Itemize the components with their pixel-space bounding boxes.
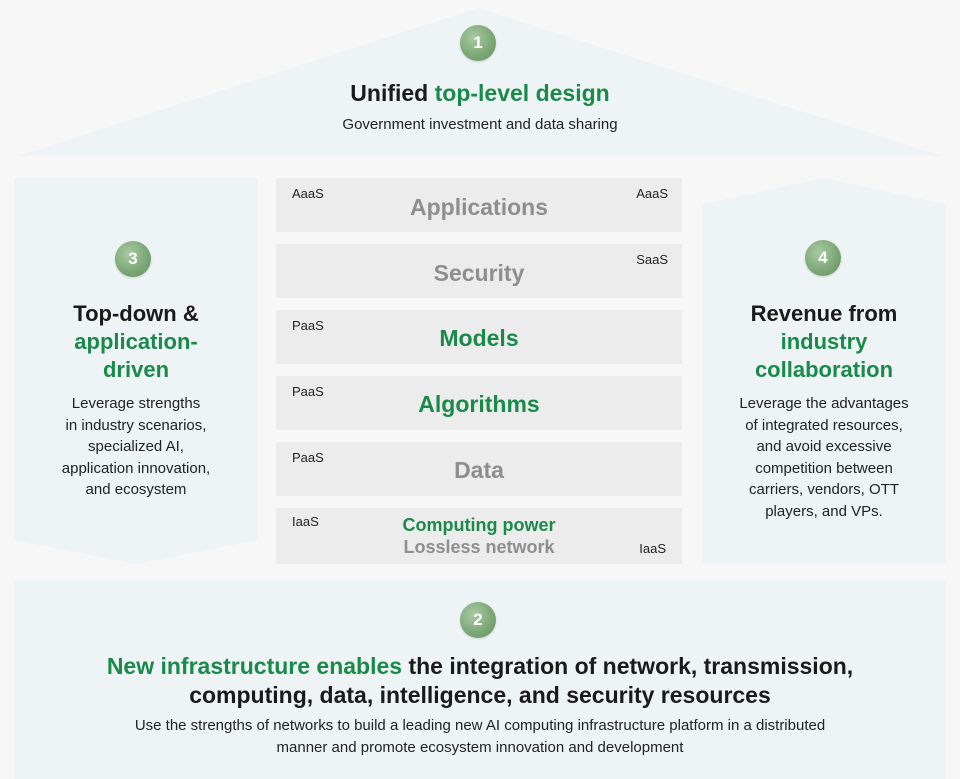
layer-name: Computing power	[402, 515, 556, 535]
layer-data: PaaS Data	[276, 442, 682, 496]
right-desc-line: competition between	[755, 459, 893, 477]
layer-tag-right: AaaS	[636, 186, 668, 201]
top-title: Unified top-level design	[0, 80, 960, 107]
right-desc-line: Leverage the advantages	[739, 395, 909, 412]
layer-models: PaaS Models	[276, 310, 682, 364]
bottom-title-line-2: computing, data, intelligence, and secur…	[189, 682, 771, 708]
layer-tag-right: IaaS	[639, 541, 666, 556]
left-title: Top-down & application- driven	[14, 300, 258, 384]
bottom-title-plain: the integration of network, transmission…	[402, 653, 854, 679]
layer-name-secondary: Lossless network	[403, 537, 555, 557]
layer-tag-left: PaaS	[292, 384, 324, 399]
layer-computing: IaaS IaaS Computing power Lossless netwo…	[276, 508, 682, 564]
right-desc-line: of integrated resources,	[745, 416, 903, 434]
badge-4: 4	[805, 240, 841, 276]
layer-name: Data	[454, 457, 504, 483]
bottom-description: Use the strengths of networks to build a…	[0, 715, 960, 759]
right-title-highlight-2: collaboration	[754, 357, 894, 382]
left-desc-line: application innovation,	[61, 459, 211, 477]
layer-algorithms: PaaS Algorithms	[276, 376, 682, 430]
right-title: Revenue from industry collaboration	[702, 300, 946, 384]
left-desc-line: and ecosystem	[85, 481, 187, 498]
right-title-highlight-1: industry	[780, 329, 868, 354]
left-title-highlight-2: driven	[102, 357, 170, 382]
top-title-plain: Unified	[350, 80, 435, 106]
layer-tag-left: AaaS	[292, 186, 324, 201]
left-desc-line: in industry scenarios,	[65, 416, 207, 434]
right-title-plain: Revenue from	[750, 301, 898, 326]
layer-tag-right: SaaS	[636, 252, 668, 267]
bottom-title: New infrastructure enables the integrati…	[0, 652, 960, 710]
badge-2: 2	[460, 602, 496, 638]
badge-1: 1	[460, 25, 496, 61]
layer-name: Algorithms	[418, 391, 540, 417]
layer-applications: AaaS AaaS Applications	[276, 178, 682, 232]
right-description: Leverage the advantages of integrated re…	[702, 393, 946, 522]
layer-tag-left: IaaS	[292, 514, 319, 529]
layer-name: Applications	[409, 194, 548, 220]
right-panel	[702, 178, 946, 564]
layer-security: SaaS Security	[276, 244, 682, 298]
top-title-highlight: top-level design	[434, 80, 610, 106]
left-panel	[14, 178, 258, 564]
right-desc-line: carriers, vendors, OTT	[748, 481, 900, 498]
bottom-desc-line: manner and promote ecosystem innovation …	[276, 739, 684, 756]
left-title-plain: Top-down &	[73, 301, 199, 326]
badge-3: 3	[115, 241, 151, 277]
bottom-title-highlight: New infrastructure enables	[106, 653, 403, 679]
bottom-desc-line: Use the strengths of networks to build a…	[134, 717, 826, 734]
layer-name: Security	[433, 260, 525, 286]
bottom-title-line-1: New infrastructure enables the integrati…	[0, 652, 960, 681]
left-description: Leverage strengths in industry scenarios…	[14, 393, 258, 501]
right-desc-line: and avoid excessive	[756, 438, 892, 455]
layer-name: Models	[439, 325, 519, 351]
layer-tag-left: PaaS	[292, 318, 324, 333]
layer-tag-left: PaaS	[292, 450, 324, 465]
left-desc-line: Leverage strengths	[71, 395, 201, 412]
right-desc-line: players, and VPs.	[765, 502, 883, 520]
top-subtitle: Government investment and data sharing	[342, 116, 618, 133]
left-title-highlight-1: application-	[74, 329, 198, 354]
roof-panel	[18, 8, 942, 156]
left-desc-line: specialized AI,	[88, 438, 184, 455]
